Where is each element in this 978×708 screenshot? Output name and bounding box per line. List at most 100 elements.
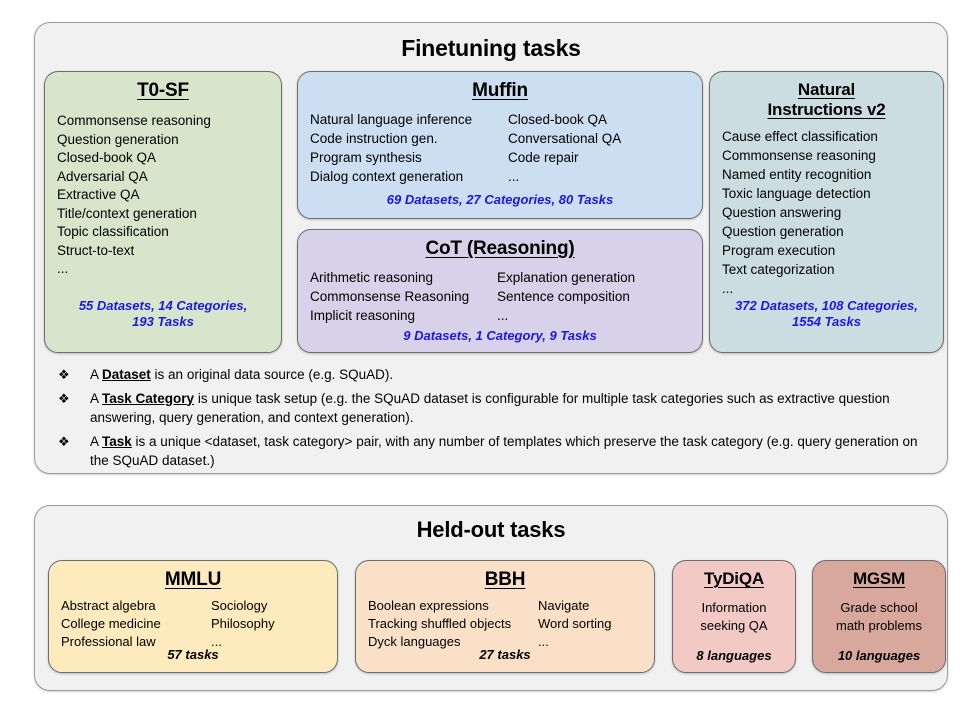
- list-item: Dialog context generation: [310, 169, 464, 185]
- card-tydiqa: TyDiQA Information seeking QA 8 language…: [672, 560, 796, 673]
- card-mgsm-title: MGSM: [852, 569, 906, 588]
- list-item: Tracking shuffled objects: [368, 616, 512, 632]
- definition-text: A Dataset is an original data source (e.…: [90, 365, 932, 385]
- list-item: Commonsense reasoning: [722, 148, 876, 164]
- card-mgsm-stat: 10 languages: [837, 648, 921, 663]
- card-mmlu-column-left: Abstract algebra College medicine Profes…: [61, 597, 211, 651]
- list-item: Sentence composition: [497, 289, 630, 305]
- definition-suffix: is unique task setup (e.g. the SQuAD dat…: [90, 390, 890, 426]
- list-item: Program execution: [722, 243, 836, 259]
- definition-text: A Task is a unique <dataset, task catego…: [90, 432, 932, 471]
- list-item: Named entity recognition: [722, 167, 872, 183]
- definition-item-task-category: ❖ A Task Category is unique task setup (…: [58, 389, 932, 428]
- list-item: Cause effect classification: [722, 129, 878, 145]
- card-t0-sf-stat: 55 Datasets, 14 Categories, 193 Tasks: [45, 298, 281, 330]
- card-muffin-column-left: Natural language inference Code instruct…: [310, 110, 508, 186]
- list-item: Text categorization: [722, 262, 835, 278]
- list-item: Arithmetic reasoning: [310, 270, 434, 286]
- list-item: Code repair: [508, 150, 579, 166]
- list-item: Professional law: [61, 634, 156, 650]
- list-item: Conversational QA: [508, 131, 622, 147]
- finetuning-panel-title: Finetuning tasks: [401, 35, 581, 61]
- stat-line-2: 193 Tasks: [132, 314, 194, 329]
- list-item: ...: [538, 634, 549, 650]
- card-cot-reasoning-items: Arithmetic reasoning Commonsense Reasoni…: [310, 268, 690, 325]
- list-item: Adversarial QA: [57, 168, 148, 184]
- card-muffin: Muffin Natural language inference Code i…: [297, 71, 703, 219]
- list-item: Closed-book QA: [508, 112, 608, 128]
- diamond-bullet-icon: ❖: [58, 367, 70, 382]
- definition-term: Task: [102, 433, 132, 449]
- card-natural-instructions-v2-title: Natural Instructions v2: [722, 80, 931, 120]
- card-mmlu-column-right: Sociology Philosophy ...: [211, 597, 275, 651]
- list-item: Abstract algebra: [61, 598, 156, 614]
- diamond-bullet-icon: ❖: [58, 433, 70, 449]
- card-t0-sf: T0-SF Commonsense reasoning Question gen…: [44, 71, 282, 353]
- definition-suffix: is a unique <dataset, task category> pai…: [90, 433, 918, 469]
- card-t0-sf-items: Commonsense reasoning Question generatio…: [57, 112, 269, 279]
- list-item: Grade school: [840, 600, 918, 616]
- list-item: Closed-book QA: [57, 150, 157, 166]
- card-mgsm-items: Grade school math problems: [825, 599, 933, 635]
- card-natural-instructions-v2-stat: 372 Datasets, 108 Categories, 1554 Tasks: [710, 298, 943, 330]
- list-item: Explanation generation: [497, 270, 636, 286]
- definitions-list: ❖ A Dataset is an original data source (…: [58, 365, 932, 475]
- list-item: Information: [701, 600, 767, 616]
- list-item: seeking QA: [700, 618, 768, 634]
- card-cot-reasoning: CoT (Reasoning) Arithmetic reasoning Com…: [297, 229, 703, 353]
- card-cot-reasoning-stat: 9 Datasets, 1 Category, 9 Tasks: [403, 328, 597, 343]
- list-item: Commonsense reasoning: [57, 113, 211, 129]
- card-mmlu: MMLU Abstract algebra College medicine P…: [48, 560, 338, 673]
- definition-item-dataset: ❖ A Dataset is an original data source (…: [58, 365, 932, 385]
- definition-term: Task Category: [102, 390, 195, 406]
- card-cot-column-right: Explanation generation Sentence composit…: [497, 268, 635, 325]
- list-item: Sociology: [211, 598, 268, 614]
- list-item: ...: [497, 308, 509, 324]
- card-muffin-title: Muffin: [472, 80, 528, 101]
- list-item: Code instruction gen.: [310, 131, 438, 147]
- card-tydiqa-title: TyDiQA: [704, 569, 764, 588]
- card-t0-sf-title: T0-SF: [137, 80, 189, 101]
- card-natural-instructions-v2: Natural Instructions v2 Cause effect cla…: [709, 71, 944, 353]
- list-item: College medicine: [61, 616, 161, 632]
- definition-prefix: A: [90, 390, 103, 406]
- card-mmlu-title: MMLU: [164, 569, 222, 590]
- list-item: Navigate: [538, 598, 590, 614]
- card-bbh-stat: 27 tasks: [479, 647, 531, 662]
- stat-line-2: 1554 Tasks: [792, 314, 861, 329]
- list-item: Extractive QA: [57, 187, 140, 203]
- list-item: Program synthesis: [310, 150, 422, 166]
- list-item: Question generation: [57, 131, 179, 147]
- list-item: Toxic language detection: [722, 186, 871, 202]
- title-line-1: Natural: [797, 80, 856, 99]
- list-item: Question answering: [722, 205, 842, 221]
- list-item: ...: [722, 281, 734, 297]
- list-item: math problems: [836, 618, 922, 634]
- card-bbh-title: BBH: [484, 569, 526, 590]
- card-mmlu-stat: 57 tasks: [167, 647, 219, 662]
- card-muffin-items: Natural language inference Code instruct…: [310, 110, 690, 186]
- definition-prefix: A: [90, 433, 103, 449]
- stat-line-1: 55 Datasets, 14 Categories,: [78, 298, 248, 313]
- list-item: ...: [57, 261, 69, 277]
- card-natural-instructions-v2-items: Cause effect classification Commonsense …: [722, 127, 931, 298]
- card-bbh-column-left: Boolean expressions Tracking shuffled ob…: [368, 597, 538, 651]
- card-mgsm: MGSM Grade school math problems 10 langu…: [812, 560, 946, 673]
- definition-term: Dataset: [102, 367, 151, 382]
- card-tydiqa-stat: 8 languages: [696, 648, 772, 663]
- card-bbh-items: Boolean expressions Tracking shuffled ob…: [368, 597, 642, 651]
- definition-item-task: ❖ A Task is a unique <dataset, task cate…: [58, 432, 932, 471]
- card-muffin-column-right: Closed-book QA Conversational QA Code re…: [508, 110, 621, 186]
- card-tydiqa-items: Information seeking QA: [685, 599, 783, 635]
- list-item: Dyck languages: [368, 634, 461, 650]
- card-bbh-column-right: Navigate Word sorting ...: [538, 597, 611, 651]
- definition-text: A Task Category is unique task setup (e.…: [90, 389, 932, 428]
- list-item: Word sorting: [538, 616, 612, 632]
- card-cot-reasoning-title: CoT (Reasoning): [425, 238, 575, 259]
- list-item: Title/context generation: [57, 205, 197, 221]
- list-item: Commonsense Reasoning: [310, 289, 470, 305]
- list-item: ...: [508, 169, 520, 185]
- title-line-2: Instructions v2: [767, 100, 886, 120]
- list-item: ...: [211, 634, 222, 650]
